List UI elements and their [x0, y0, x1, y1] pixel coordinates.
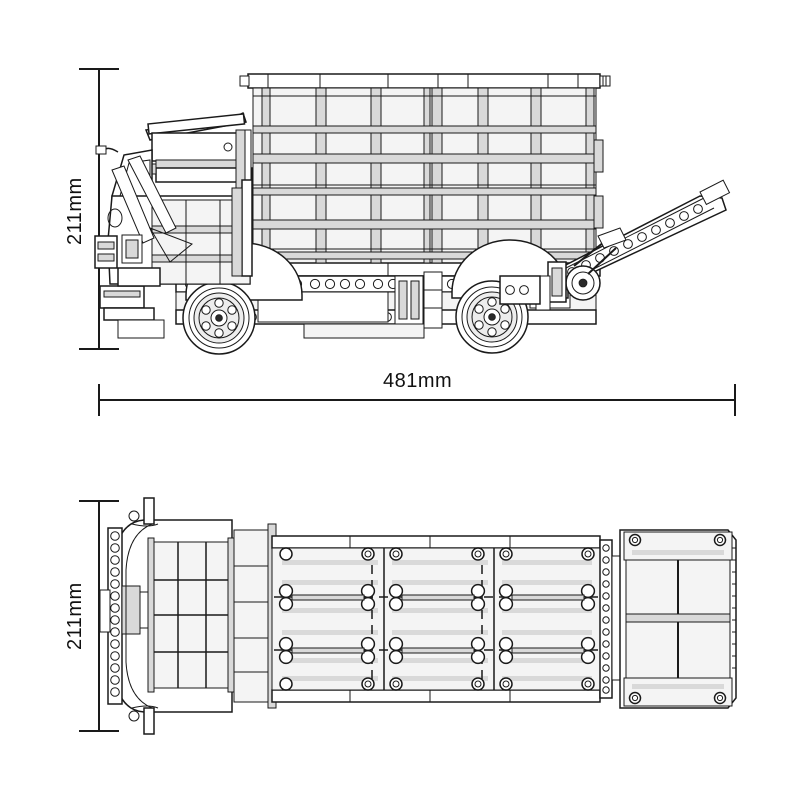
dimension-top-width	[79, 500, 119, 732]
rear-hinge-strip-top	[599, 539, 621, 699]
hinge-stud-column	[602, 544, 610, 694]
bed-rib-group	[282, 560, 592, 681]
dimension-label-top-width: 211mm	[64, 582, 86, 650]
tailgate-platform-top	[619, 529, 737, 709]
top-view-group	[99, 497, 737, 735]
bed-corner-pins	[279, 547, 595, 691]
dimension-side-length	[98, 384, 736, 416]
dimension-label-side-length: 481mm	[383, 370, 453, 392]
cargo-bed-top	[271, 535, 601, 703]
dimension-side-height	[79, 68, 119, 350]
upright-post-side	[231, 179, 253, 277]
rear-frame-side	[499, 275, 541, 305]
cargo-box-side	[239, 73, 611, 277]
dimension-label-side-height: 211mm	[64, 177, 86, 245]
bumper-stud-column	[110, 531, 120, 697]
side-view-group	[94, 73, 731, 355]
rear-conveyor-ramp-side	[535, 179, 731, 311]
tailgate-edge-ribs	[732, 547, 736, 669]
bed-axle-pin-pairs	[278, 583, 596, 665]
cab-top	[99, 497, 277, 735]
cab-side	[94, 111, 253, 339]
